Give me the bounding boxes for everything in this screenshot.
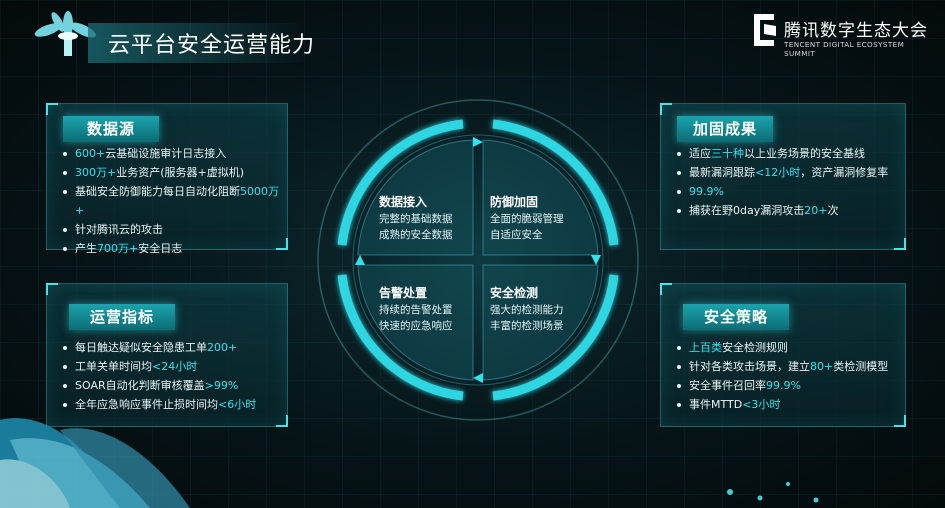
hardening-list: 适应三十种以上业务场景的安全基线 最新漏洞跟踪<12小时，资产漏洞修复率 99.… [675, 144, 903, 220]
data-source-list: 600+云基础设施审计日志接入 300万+业务资产(服务器+虚拟机) 基础安全防… [61, 144, 283, 258]
quadrant-alert-title: 告警处置 [379, 286, 428, 300]
data-source-panel: 数据源 600+云基础设施审计日志接入 300万+业务资产(服务器+虚拟机) 基… [46, 103, 288, 255]
list-item: 最新漏洞跟踪<12小时，资产漏洞修复率 [675, 163, 903, 182]
quadrant-line: 自适应安全 [490, 229, 543, 241]
page-title: 云平台安全运营能力 [108, 33, 316, 58]
quadrant-detection-title: 安全检测 [490, 286, 539, 300]
logo-text-en: TENCENT DIGITAL ECOSYSTEM SUMMIT [784, 40, 905, 58]
list-item: 适应三十种以上业务场景的安全基线 [675, 144, 903, 163]
policy-list: 上百类安全检测规则 针对各类攻击场景，建立80+类检测模型 安全事件召回率99.… [675, 338, 903, 414]
logo-mark-icon [754, 14, 776, 46]
list-item: 安全事件召回率99.9% [675, 376, 903, 395]
ring-graphic [317, 99, 639, 421]
list-item: 每日触达疑似安全隐患工单200+ [61, 338, 283, 357]
list-item: 事件MTTD<3小时 [675, 395, 903, 414]
list-item: 基础安全防御能力每日自动化阻断5000万+ [61, 182, 283, 220]
flower-petals-icon [0, 418, 190, 508]
hardening-tag: 加固成果 [677, 116, 773, 142]
quadrant-line: 完整的基础数据 [379, 213, 453, 225]
list-item: SOAR自动化判断审核覆盖>99% [61, 376, 283, 395]
quadrant-line: 持续的告警处置 [379, 304, 453, 316]
list-item: 工单关单时间均<24小时 [61, 357, 283, 376]
quadrant-line: 成熟的安全数据 [379, 229, 453, 241]
policy-panel: 安全策略 上百类安全检测规则 针对各类攻击场景，建立80+类检测模型 安全事件召… [660, 283, 906, 427]
list-item: 600+云基础设施审计日志接入 [61, 144, 283, 163]
ops-metrics-tag: 运营指标 [69, 304, 175, 330]
list-item: 上百类安全检测规则 [675, 338, 903, 357]
capability-ring: 数据接入 完整的基础数据 成熟的安全数据 防御加固 全面的脆弱管理 自适应安全 … [313, 95, 643, 425]
quadrant-defense-title: 防御加固 [490, 195, 539, 209]
ops-metrics-list: 每日触达疑似安全隐患工单200+ 工单关单时间均<24小时 SOAR自动化判断审… [61, 338, 283, 414]
quadrant-line: 强大的检测能力 [490, 304, 564, 316]
policy-tag: 安全策略 [683, 304, 789, 330]
list-item: 300万+业务资产(服务器+虚拟机) [61, 163, 283, 182]
data-source-tag: 数据源 [63, 116, 159, 142]
list-item: 捕获在野0day漏洞攻击20+次 [675, 201, 903, 220]
list-item: 产生700万+安全日志 [61, 239, 283, 258]
title-band [88, 23, 308, 63]
quadrant-line: 快速的应急响应 [379, 320, 453, 332]
quadrant-line: 丰富的检测场景 [490, 320, 564, 332]
logo-text-cn: 腾讯数字生态大会 [784, 21, 928, 41]
ops-metrics-panel: 运营指标 每日触达疑似安全隐患工单200+ 工单关单时间均<24小时 SOAR自… [46, 283, 288, 427]
brand-logo: 腾讯数字生态大会 TENCENT DIGITAL ECOSYSTEM SUMMI… [752, 10, 932, 58]
decorative-dots-icon [727, 482, 819, 503]
list-item-continuation: 针对腾讯云的攻击 [61, 220, 283, 239]
list-item-continuation: 99.9% [675, 182, 903, 201]
list-item: 针对各类攻击场景，建立80+类检测模型 [675, 357, 903, 376]
list-item: 全年应急响应事件止损时间均<6小时 [61, 395, 283, 414]
hardening-panel: 加固成果 适应三十种以上业务场景的安全基线 最新漏洞跟踪<12小时，资产漏洞修复… [660, 103, 906, 250]
quadrant-line: 全面的脆弱管理 [490, 213, 564, 225]
quadrant-data-access-title: 数据接入 [379, 195, 428, 209]
